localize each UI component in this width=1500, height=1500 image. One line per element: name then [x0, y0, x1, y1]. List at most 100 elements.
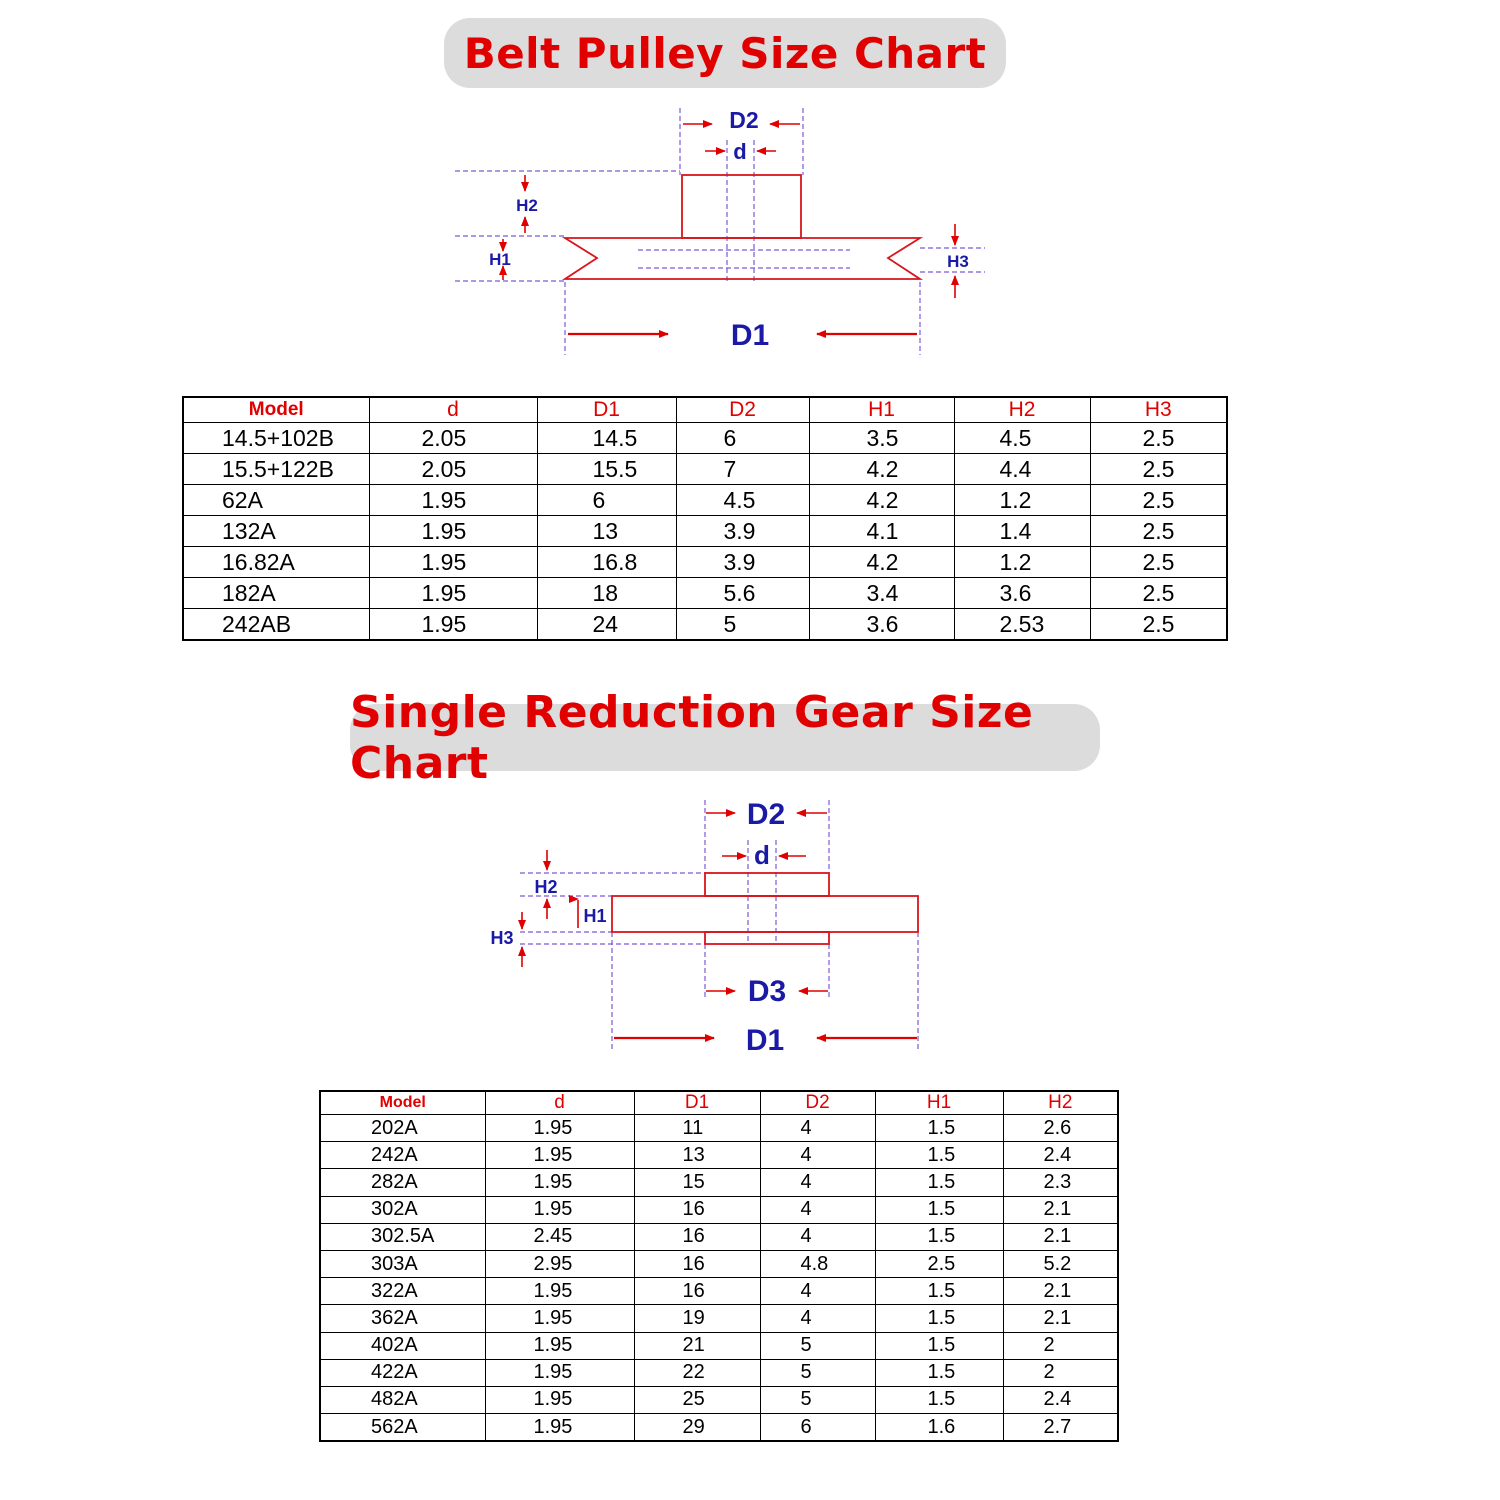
value-cell: 4.8 — [759, 1249, 876, 1279]
value-cell: 4 — [759, 1113, 876, 1143]
value-cell: 2.4 — [1002, 1141, 1119, 1170]
column-header: d — [368, 396, 538, 423]
model-cell: 14.5+102B — [182, 422, 370, 454]
value-cell: 1.95 — [484, 1413, 635, 1442]
value-cell: 15 — [633, 1168, 761, 1197]
h2-label: H2 — [534, 877, 557, 897]
value-cell: 25 — [633, 1385, 761, 1415]
value-cell: 1.5 — [874, 1141, 1004, 1170]
value-cell: 1.5 — [874, 1195, 1004, 1224]
value-cell: 15.5 — [536, 453, 677, 485]
model-cell: 182A — [182, 577, 370, 609]
value-cell: 3.6 — [808, 608, 955, 641]
value-cell: 1.5 — [874, 1222, 1004, 1251]
belt-pulley-title: Belt Pulley Size Chart — [444, 18, 1006, 88]
value-cell: 2.5 — [1089, 515, 1228, 547]
h3-label: H3 — [490, 928, 513, 948]
value-cell: 4.2 — [808, 453, 955, 485]
value-cell: 4 — [759, 1222, 876, 1251]
column-header: Model — [182, 396, 370, 423]
value-cell: 1.5 — [874, 1113, 1004, 1143]
value-cell: 5 — [759, 1331, 876, 1360]
value-cell: 4 — [759, 1195, 876, 1224]
value-cell: 2.1 — [1002, 1222, 1119, 1251]
value-cell: 2.5 — [1089, 453, 1228, 485]
value-cell: 13 — [633, 1141, 761, 1170]
value-cell: 2.5 — [1089, 608, 1228, 641]
model-cell: 282A — [319, 1168, 486, 1197]
column-header: H2 — [1002, 1090, 1119, 1115]
value-cell: 13 — [536, 515, 677, 547]
value-cell: 29 — [633, 1413, 761, 1442]
model-cell: 302A — [319, 1195, 486, 1224]
value-cell: 1.95 — [368, 608, 538, 641]
h1-label: H1 — [489, 250, 511, 269]
value-cell: 5.2 — [1002, 1249, 1119, 1279]
value-cell: 5.6 — [675, 577, 810, 609]
h1-label: H1 — [583, 906, 606, 926]
value-cell: 1.95 — [484, 1113, 635, 1143]
value-cell: 1.2 — [953, 484, 1091, 516]
model-cell: 362A — [319, 1304, 486, 1333]
value-cell: 5 — [759, 1385, 876, 1415]
model-cell: 482A — [319, 1385, 486, 1415]
value-cell: 1.4 — [953, 515, 1091, 547]
d-label: d — [733, 139, 746, 164]
value-cell: 1.5 — [874, 1168, 1004, 1197]
value-cell: 2.6 — [1002, 1113, 1119, 1143]
value-cell: 1.95 — [484, 1277, 635, 1306]
value-cell: 1.5 — [874, 1304, 1004, 1333]
value-cell: 16 — [633, 1277, 761, 1306]
model-cell: 132A — [182, 515, 370, 547]
value-cell: 2 — [1002, 1358, 1119, 1387]
d1-label: D1 — [731, 319, 769, 352]
value-cell: 4 — [759, 1168, 876, 1197]
value-cell: 2.53 — [953, 608, 1091, 641]
model-cell: 16.82A — [182, 546, 370, 578]
column-header: Model — [319, 1090, 486, 1115]
value-cell: 1.95 — [368, 484, 538, 516]
column-header: d — [484, 1090, 635, 1115]
value-cell: 3.9 — [675, 546, 810, 578]
value-cell: 11 — [633, 1113, 761, 1143]
value-cell: 2.5 — [1089, 422, 1228, 454]
column-header: H1 — [874, 1090, 1004, 1115]
value-cell: 16 — [633, 1195, 761, 1224]
value-cell: 16 — [633, 1249, 761, 1279]
model-cell: 303A — [319, 1249, 486, 1279]
value-cell: 1.5 — [874, 1358, 1004, 1387]
value-cell: 4 — [759, 1304, 876, 1333]
value-cell: 1.95 — [484, 1168, 635, 1197]
value-cell: 1.95 — [484, 1385, 635, 1415]
value-cell: 4.4 — [953, 453, 1091, 485]
value-cell: 2.95 — [484, 1249, 635, 1279]
model-cell: 242AB — [182, 608, 370, 641]
model-cell: 402A — [319, 1331, 486, 1360]
model-cell: 202A — [319, 1113, 486, 1143]
value-cell: 1.95 — [368, 515, 538, 547]
model-cell: 562A — [319, 1413, 486, 1442]
value-cell: 5 — [759, 1358, 876, 1387]
value-cell: 2.5 — [1089, 546, 1228, 578]
value-cell: 2.5 — [1089, 577, 1228, 609]
value-cell: 4 — [759, 1277, 876, 1306]
value-cell: 2.5 — [874, 1249, 1004, 1279]
model-cell: 422A — [319, 1358, 486, 1387]
value-cell: 16 — [633, 1222, 761, 1251]
value-cell: 4.2 — [808, 484, 955, 516]
